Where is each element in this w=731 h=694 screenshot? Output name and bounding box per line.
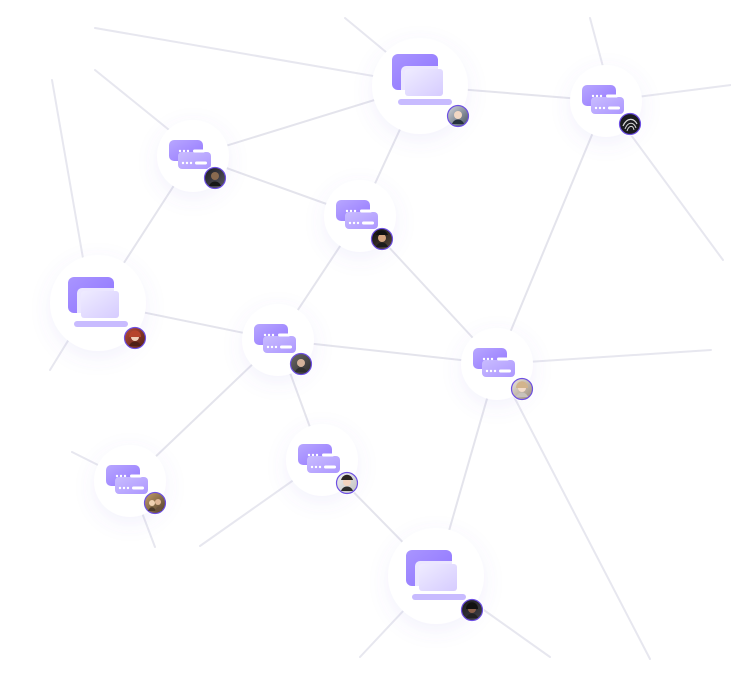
avatar xyxy=(203,166,227,190)
avatar xyxy=(618,112,642,136)
chat-icon xyxy=(106,465,148,494)
chat-icon xyxy=(298,444,340,473)
node-center-chat[interactable] xyxy=(324,180,396,252)
laptop-icon xyxy=(68,277,128,327)
edge-top-right-right xyxy=(496,100,607,365)
edge-1 xyxy=(94,27,409,83)
avatar xyxy=(460,598,484,622)
chat-icon xyxy=(254,324,296,353)
node-lower-left-chat[interactable] xyxy=(94,445,167,517)
laptop-icon xyxy=(392,54,452,105)
edge-4 xyxy=(51,79,85,265)
chat-icon xyxy=(336,200,378,229)
node-upper-left-chat[interactable] xyxy=(157,120,229,192)
node-left-laptop[interactable] xyxy=(50,255,147,351)
avatar xyxy=(143,491,167,515)
node-lower-center-chat[interactable] xyxy=(286,424,359,496)
chat-icon xyxy=(582,85,624,114)
laptop-icon xyxy=(406,550,466,600)
chat-icon xyxy=(169,140,211,169)
avatar xyxy=(123,326,147,350)
avatar xyxy=(446,104,470,128)
avatar xyxy=(335,471,359,495)
avatar xyxy=(289,352,313,376)
chat-icon xyxy=(473,348,515,377)
avatar xyxy=(370,227,394,251)
edge-middle-right xyxy=(277,339,498,365)
node-top-right-chat[interactable] xyxy=(570,65,642,137)
node-right-chat[interactable] xyxy=(461,328,534,401)
node-bottom-laptop[interactable] xyxy=(388,528,484,624)
node-top-laptop[interactable] xyxy=(372,38,470,134)
node-middle-chat[interactable] xyxy=(242,304,314,376)
edge-13 xyxy=(496,363,651,660)
avatar xyxy=(510,377,534,401)
